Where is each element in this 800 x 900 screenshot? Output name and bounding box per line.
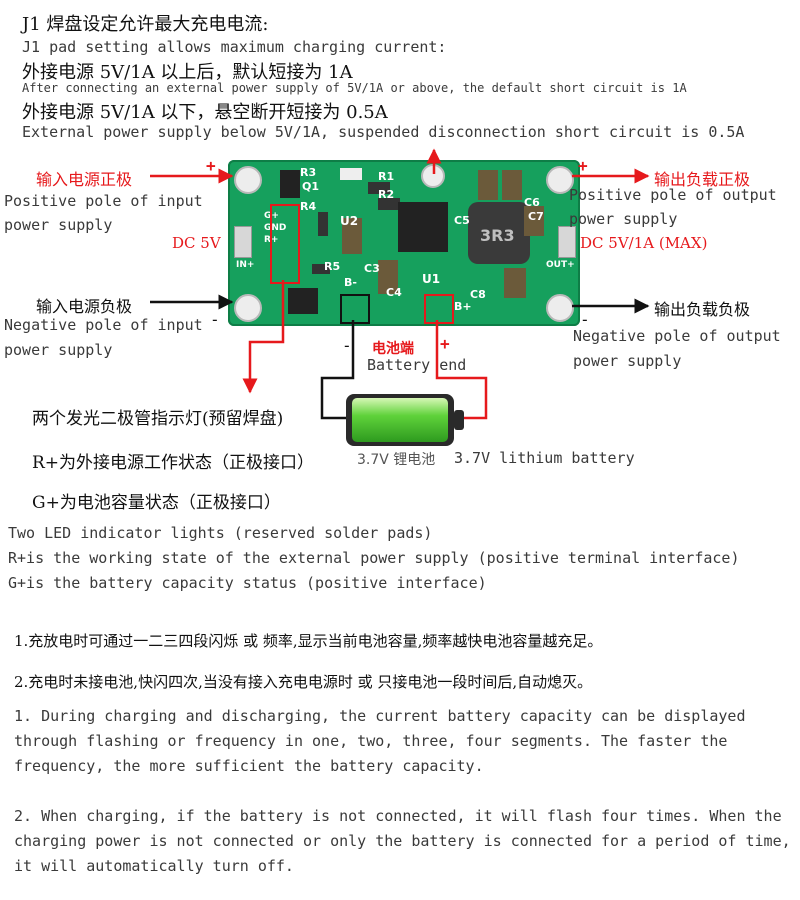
input-positive-cn: 输入电源正极 [36, 170, 133, 189]
silk-c6: C6 [524, 196, 540, 209]
g-plus-cn: G+为电池容量状态（正极接口） [32, 493, 281, 513]
c7-capacitor [524, 206, 544, 236]
silk-r5: R5 [324, 260, 341, 273]
note-2-en-2: charging power is not connected or only … [14, 832, 791, 850]
output-positive-cn: 输出负载正极 [654, 170, 751, 189]
note-2-en-1: 2. When charging, if the battery is not … [14, 807, 782, 825]
input-plus-sign: + [206, 156, 216, 175]
pcb-board: R3 Q1 R1 R4 R2 U2 R5 C3 U1 C4 C5 C6 C7 C… [228, 160, 580, 326]
battery-plus-sign: + [440, 334, 450, 353]
led-info-en-1: Two LED indicator lights (reserved solde… [8, 524, 433, 542]
j1-heading-cn: J1 焊盘设定允许最大充电电流: [22, 14, 269, 35]
output-negative-en-2: power supply [573, 352, 682, 370]
mounting-hole-bottom-left [234, 294, 262, 322]
above-1a-en: After connecting an external power suppl… [22, 81, 687, 95]
below-1a-en: External power supply below 5V/1A, suspe… [22, 123, 745, 141]
battery-neg-pad-box [340, 294, 370, 324]
output-plus-sign: + [578, 156, 588, 175]
r2-resistor [378, 198, 400, 210]
dc-output-rating: DC 5V/1A (MAX) [580, 234, 708, 252]
note-1-cn: 1.充放电时可通过一二三四段闪烁 或 频率,显示当前电池容量,频率越快电池容量越… [14, 632, 603, 650]
below-1a-cn: 外接电源 5V/1A 以下，悬空断开短接为 0.5A [22, 102, 388, 123]
c4-capacitor [378, 260, 398, 294]
output-pad [558, 226, 576, 258]
mounting-hole-top-left [234, 166, 262, 194]
silk-3r3: 3R3 [480, 226, 515, 245]
silk-out-pin: OUT+ [546, 260, 575, 270]
c5-capacitor [478, 170, 498, 200]
output-positive-en-2: power supply [569, 210, 678, 228]
r5-resistor [312, 264, 330, 274]
r3-resistor [340, 168, 362, 180]
input-pad [234, 226, 252, 258]
q1-transistor [280, 170, 300, 198]
battery-type-cn: 3.7V 锂电池 [357, 452, 436, 468]
input-minus-sign: - [210, 310, 220, 329]
battery-positive-wire [435, 320, 488, 420]
silk-bminus: B- [344, 276, 357, 289]
u2-chip [288, 288, 318, 314]
c6-capacitor [502, 170, 522, 200]
battery-type-en: 3.7V lithium battery [454, 449, 635, 467]
led-indicator-cn: 两个发光二极管指示灯(预留焊盘) [32, 409, 284, 429]
input-negative-cn: 输入电源负极 [36, 297, 133, 316]
silk-c4: C4 [386, 286, 402, 299]
silk-r4: R4 [300, 200, 317, 213]
output-negative-en-1: Negative pole of output [573, 327, 781, 345]
dc-input-voltage: DC 5V [172, 234, 221, 252]
silk-r3: R3 [300, 166, 317, 179]
silk-in-pin: IN+ [236, 260, 255, 270]
input-negative-en-1: Negative pole of input [4, 316, 203, 334]
mounting-hole-bottom-right [546, 294, 574, 322]
note-1-en-1: 1. During charging and discharging, the … [14, 707, 746, 725]
output-minus-sign: - [580, 310, 590, 329]
battery-minus-sign: - [342, 336, 352, 355]
led-info-en-3: G+is the battery capacity status (positi… [8, 574, 487, 592]
inductor-3r3 [468, 202, 530, 264]
r-plus-cn: R+为外接电源工作状态（正极接口） [32, 453, 315, 473]
output-positive-en-1: Positive pole of output [569, 186, 777, 204]
silk-q1: Q1 [302, 180, 320, 193]
silk-u2: U2 [340, 214, 359, 228]
input-positive-en-1: Positive pole of input [4, 192, 203, 210]
silk-u1: U1 [422, 272, 441, 286]
silk-c7: C7 [528, 210, 544, 223]
note-2-en-3: it will automatically turn off. [14, 857, 294, 875]
lithium-battery-icon [346, 394, 464, 446]
silk-c5: C5 [454, 214, 470, 227]
note-1-en-2: through flashing or frequency in one, tw… [14, 732, 728, 750]
silk-bplus: B+ [454, 300, 472, 313]
battery-end-cn: 电池端 [372, 341, 414, 357]
input-negative-en-2: power supply [4, 341, 113, 359]
silk-r1: R1 [378, 170, 395, 183]
silk-c3: C3 [364, 262, 380, 275]
led-pads-highlight [270, 204, 300, 284]
battery-pos-pad-box [424, 294, 454, 324]
j1-heading-en: J1 pad setting allows maximum charging c… [22, 38, 447, 56]
led-info-en-2: R+is the working state of the external p… [8, 549, 740, 567]
input-positive-en-2: power supply [4, 216, 113, 234]
silk-c8: C8 [470, 288, 486, 301]
note-1-en-3: frequency, the more sufficient the batte… [14, 757, 484, 775]
r4-resistor [318, 212, 328, 236]
r1-resistor [368, 182, 390, 194]
silk-r2: R2 [378, 188, 395, 201]
output-negative-cn: 输出负载负极 [654, 300, 751, 319]
mounting-hole-top-right [546, 166, 574, 194]
note-2-cn: 2.充电时未接电池,快闪四次,当没有接入充电电源时 或 只接电池一段时间后,自动… [14, 673, 593, 691]
led-pads-arrow [242, 280, 285, 394]
c3-capacitor [342, 218, 362, 254]
u1-chip [398, 202, 448, 252]
c8-capacitor [504, 268, 526, 298]
battery-end-en: Battery end [367, 356, 467, 374]
battery-negative-wire [320, 320, 355, 420]
above-1a-cn: 外接电源 5V/1A 以上后，默认短接为 1A [22, 62, 353, 83]
